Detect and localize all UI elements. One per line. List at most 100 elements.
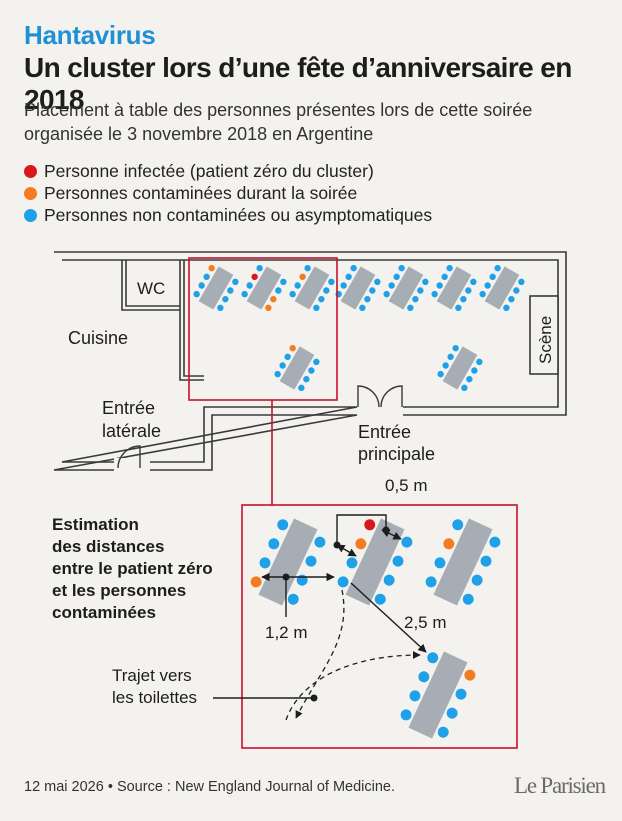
seat-dot [431,290,438,298]
seat-dot [417,287,424,294]
entree-laterale-label-2: latérale [102,421,161,441]
seat-dot [503,304,510,312]
table-top [294,266,330,310]
seat-dot [256,264,263,272]
seat-dot [441,273,448,281]
seat-dot [393,273,400,281]
table [274,344,320,392]
seat-dot [313,358,320,366]
seat-dot [274,370,281,378]
seat-dot [427,652,439,664]
caption-line: Estimation [52,515,139,534]
seat-dot [471,574,483,586]
seat-dot [277,519,289,531]
seat-dot [401,536,413,548]
legend-item-infected: Personne infectée (patient zéro du clust… [24,160,432,182]
distance-annotations [213,514,427,699]
seat-dot [328,278,335,286]
subtitle: Placement à table des personnes présente… [24,100,533,144]
seat-dot [296,574,308,586]
table [193,264,239,312]
table [383,264,429,312]
seat-dot [518,278,525,286]
seat-dot [447,353,454,361]
table [241,264,287,312]
table-top [198,266,234,310]
table-top [279,346,315,390]
seat-dot [355,538,367,550]
seat-dot [494,264,501,272]
seat-dot [304,264,311,272]
seat-dot [460,295,467,303]
table-top [408,651,468,739]
red-dot-icon [24,164,37,178]
table-top [345,518,405,606]
building-walls [53,251,567,472]
seat-dot [407,304,414,312]
seat-dot [443,538,455,550]
legend-label: Personnes contaminées durant la soirée [44,182,358,203]
seat-dot [217,304,224,312]
seat-dot [289,344,296,352]
table-top [442,346,478,390]
seat-dot [314,536,326,548]
seat-dot [284,353,291,361]
door-arcs [117,385,403,469]
seat-dot [337,576,349,588]
table-top [433,518,493,606]
wc-label: WC [137,279,165,298]
table-top [436,266,472,310]
seat-dot [198,282,205,289]
seat-dot [193,290,200,298]
entree-principale-label-1: Entrée [358,422,411,442]
seat-dot [350,264,357,272]
zoom-caption: Estimation des distances entre le patien… [52,515,213,622]
caption-line: entre le patient zéro [52,559,213,578]
toilet-path [285,589,421,721]
table [437,344,483,392]
seat-dot [287,593,299,605]
distance-25-label: 2,5 m [404,613,447,632]
seat-dot [480,555,492,567]
seat-dot [374,278,381,286]
caption-line: contaminées [52,603,156,622]
seat-dot [409,690,421,702]
seat-dot [313,304,320,312]
seat-dot [508,295,515,303]
seat-dot [471,367,478,374]
table-top [388,266,424,310]
seat-dot [374,593,386,605]
seat-dot [298,384,305,392]
table [335,264,381,312]
trajet-label-1: Trajet vers [112,666,192,685]
seat-dot [340,282,347,289]
seat-dot [275,287,282,294]
seat-dot [442,362,449,369]
seat-dot [318,295,325,303]
table [400,651,476,739]
table-top [484,266,520,310]
seat-dot [418,671,430,683]
seat-dot [437,370,444,378]
seat-dot [452,344,459,352]
seat-dot [465,287,472,294]
distance-12-label: 1,2 m [265,623,308,642]
seat-dot [392,555,404,567]
seat-dot [279,362,286,369]
legend-item-not-contaminated: Personnes non contaminées ou asymptomati… [24,204,432,226]
seat-dot [513,287,520,294]
seat-dot [346,557,358,569]
entree-principale-label-2: principale [358,444,435,464]
seat-dot [455,688,467,700]
seat-dot [246,282,253,289]
seat-dot [364,295,371,303]
cuisine-label: Cuisine [68,328,128,348]
seat-dot [303,375,310,383]
page-title: Un cluster lors d’une fête d’anniversair… [24,52,572,115]
entree-laterale-label-1: Entrée [102,398,155,418]
seat-dot [345,273,352,281]
blue-dot-icon [24,208,37,222]
seat-dot [250,576,262,588]
seat-dot [308,367,315,374]
